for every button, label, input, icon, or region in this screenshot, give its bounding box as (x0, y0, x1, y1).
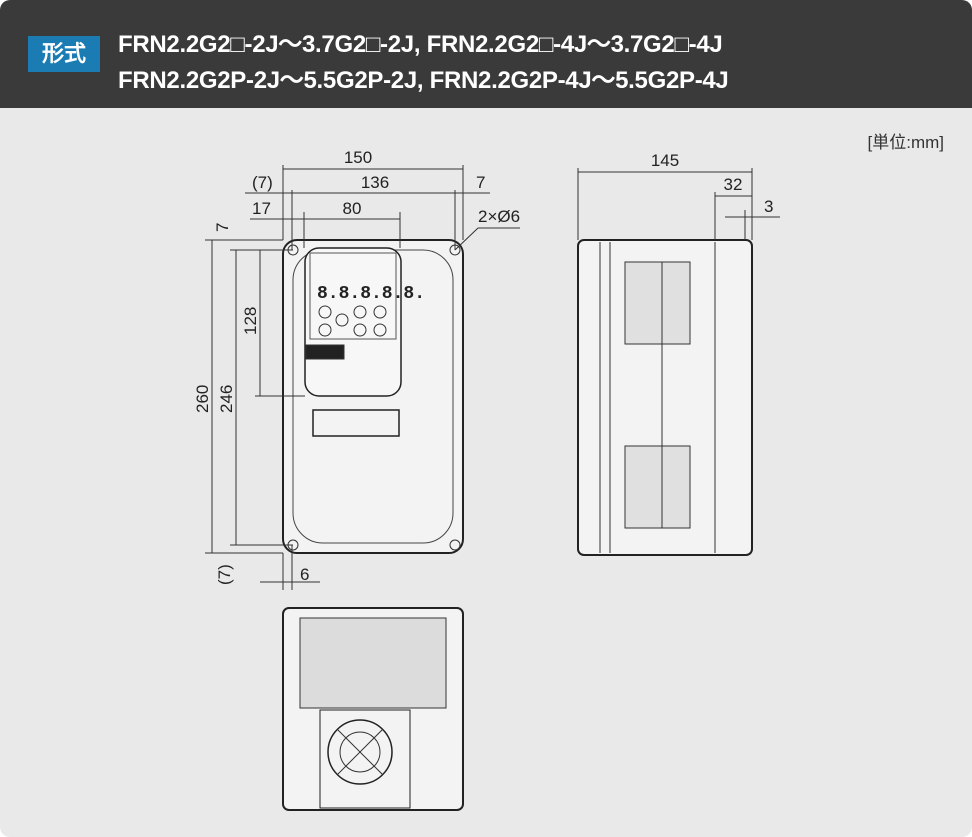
dim-260: 260 (193, 385, 212, 413)
dim-3: 3 (764, 197, 773, 216)
dim-246: 246 (217, 385, 236, 413)
side-view (577, 168, 780, 556)
header-bar: 形式 FRN2.2G2□-2J～3.7G2□-2J, FRN2.2G2□-4J～… (0, 0, 972, 108)
dim-7-paren-left: (7) (252, 173, 273, 192)
bottom-view (282, 607, 464, 811)
front-dimensions (205, 165, 520, 590)
front-view: 8.8.8.8.8. (282, 239, 464, 554)
dim-7-top: 7 (213, 223, 232, 232)
dim-145: 145 (651, 151, 679, 170)
model-line-1: FRN2.2G2□-2J～3.7G2□-2J, FRN2.2G2□-4J～3.7… (118, 31, 723, 58)
dim-128: 128 (241, 307, 260, 335)
dim-150: 150 (344, 148, 372, 167)
dim-136: 136 (361, 173, 389, 192)
dim-6: 6 (300, 565, 309, 584)
dim-17: 17 (252, 199, 271, 218)
svg-text:8.8.8.8.8.: 8.8.8.8.8. (317, 284, 425, 304)
dim-7-bottom: (7) (215, 564, 234, 585)
dim-32: 32 (724, 175, 743, 194)
model-line-2: FRN2.2G2P-2J～5.5G2P-2J, FRN2.2G2P-4J～5.5… (118, 67, 729, 94)
model-badge: 形式 (28, 36, 100, 72)
unit-label: [単位:mm] (867, 133, 945, 152)
dim-80: 80 (343, 199, 362, 218)
dim-holes: 2×Ø6 (478, 207, 520, 226)
dim-7-right: 7 (476, 173, 485, 192)
